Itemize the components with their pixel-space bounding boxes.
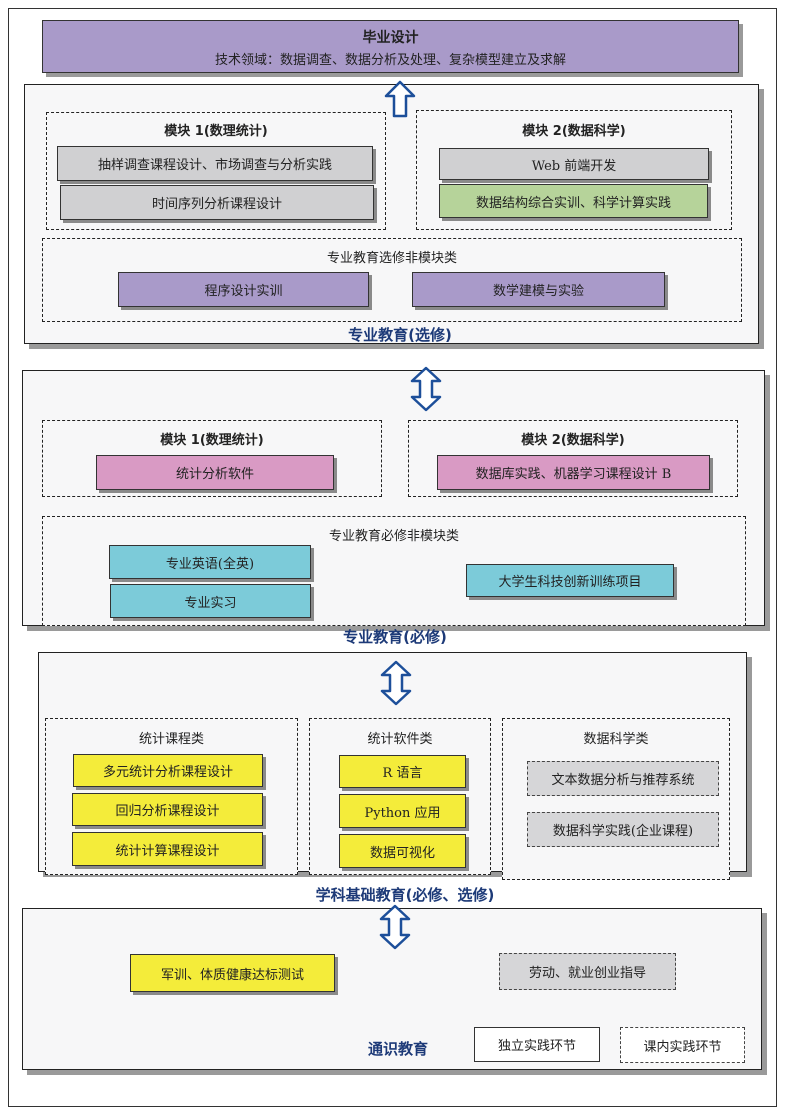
data-science-title: 数据科学类: [583, 732, 649, 747]
graduation-title: 毕业设计: [362, 30, 419, 46]
double-arrow-icon: [410, 366, 442, 412]
legend-independent-practice: 独立实践环节: [474, 1027, 600, 1062]
elective-nonmodule-title: 专业教育选修非模块类: [326, 251, 457, 266]
required-module1-title: 模块 1(数理统计): [160, 433, 264, 448]
diagram-frame: [8, 8, 777, 1107]
general-item-2: 劳动、就业创业指导: [499, 953, 676, 990]
required-module1-item-1: 统计分析软件: [96, 455, 334, 490]
data-science-item-2: 数据科学实践(企业课程): [527, 812, 719, 847]
legend-in-course-practice: 课内实践环节: [620, 1027, 745, 1063]
elective-nonmodule-item-1: 程序设计实训: [118, 272, 369, 307]
stat-software-item-2: Python 应用: [339, 794, 466, 828]
required-nonmodule-item-3: 大学生科技创新训练项目: [466, 564, 674, 597]
stat-software-item-1: R 语言: [339, 755, 466, 788]
required-nonmodule-title: 专业教育必修非模块类: [328, 529, 459, 544]
up-arrow-icon: [384, 80, 416, 118]
stat-software-item-3: 数据可视化: [339, 834, 466, 868]
stat-software-title: 统计软件类: [367, 732, 433, 747]
required-section-title: 专业教育(必修): [343, 628, 447, 646]
stat-courses-item-1: 多元统计分析课程设计: [73, 754, 263, 787]
general-section-title: 通识教育: [367, 1040, 428, 1058]
elective-nonmodule-item-2: 数学建模与实验: [412, 272, 665, 307]
required-module2-item-1: 数据库实践、机器学习课程设计 B: [437, 455, 710, 490]
graduation-design-box: 毕业设计 技术领域：数据调查、数据分析及处理、复杂模型建立及求解: [42, 20, 739, 73]
elective-module1-item-2: 时间序列分析课程设计: [60, 185, 374, 220]
double-arrow-icon: [380, 660, 412, 706]
stat-courses-item-2: 回归分析课程设计: [72, 793, 263, 826]
elective-module1-title: 模块 1(数理统计): [164, 124, 268, 139]
required-nonmodule-item-1: 专业英语(全英): [109, 545, 311, 579]
data-science-group: [502, 718, 730, 880]
foundation-section-title: 学科基础教育(必修、选修): [315, 886, 495, 904]
elective-module2-title: 模块 2(数据科学): [522, 124, 626, 139]
elective-module1-item-1: 抽样调查课程设计、市场调查与分析实践: [57, 146, 373, 181]
elective-section-title: 专业教育(选修): [348, 326, 452, 344]
required-module2-title: 模块 2(数据科学): [521, 433, 625, 448]
graduation-subtitle: 技术领域：数据调查、数据分析及处理、复杂模型建立及求解: [214, 53, 566, 68]
double-arrow-icon: [379, 904, 411, 950]
general-item-1: 军训、体质健康达标测试: [130, 954, 335, 992]
stat-courses-title: 统计课程类: [138, 732, 204, 747]
elective-module2-item-1: Web 前端开发: [439, 148, 709, 180]
elective-module2-item-2: 数据结构综合实训、科学计算实践: [439, 184, 708, 218]
data-science-item-1: 文本数据分析与推荐系统: [527, 761, 719, 796]
required-nonmodule-item-2: 专业实习: [110, 584, 311, 618]
stat-courses-item-3: 统计计算课程设计: [72, 832, 263, 866]
